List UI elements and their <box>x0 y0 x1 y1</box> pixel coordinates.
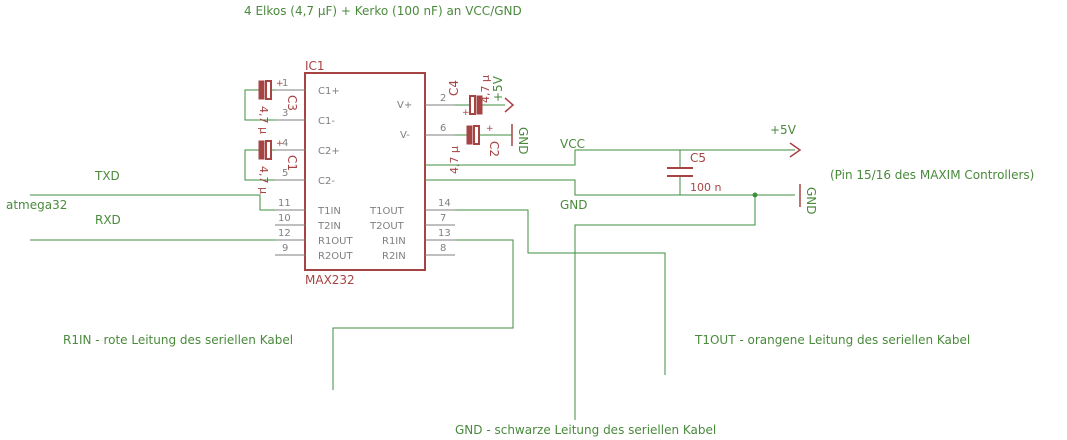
capacitor-c1: + C1 4,7 µ <box>244 139 299 194</box>
mcu-wiring: TXD RXD atmega32 <box>6 169 275 241</box>
pin-name-r1in: R1IN <box>382 236 406 247</box>
pin-num-9: 9 <box>282 243 288 254</box>
pin-num-3: 3 <box>282 108 288 119</box>
pin-num-2: 2 <box>440 93 446 104</box>
ic-left-pins <box>275 89 305 256</box>
pin-num-12: 12 <box>278 228 291 239</box>
pin-name-t1in: T1IN <box>317 206 341 217</box>
gnd-cable-label: GND - schwarze Leitung des seriellen Kab… <box>455 423 716 437</box>
c4-polarity: + <box>462 108 470 118</box>
pin-name-t1out: T1OUT <box>369 206 405 217</box>
c1-ref: C1 <box>285 155 299 171</box>
pin-name-c1m: C1- <box>318 116 335 127</box>
c3-polarity: + <box>276 79 284 89</box>
c4-ref: C4 <box>447 80 461 96</box>
pin-name-c1p: C1+ <box>318 86 340 97</box>
c4-value: 4,7 µ <box>479 75 492 103</box>
pin-name-c2m: C2- <box>318 176 335 187</box>
c3-ref: C3 <box>285 95 299 111</box>
pin-name-r1out: R1OUT <box>318 236 354 247</box>
c2-value: 4,7 µ <box>448 146 461 174</box>
pin-note: (Pin 15/16 des MAXIM Controllers) <box>830 168 1034 182</box>
c3-value: 4,7 µ <box>257 106 270 134</box>
capacitor-c2: + C2 4,7 µ GND <box>448 124 530 174</box>
pin-name-vplus: V+ <box>397 100 412 111</box>
schematic-title: 4 Elkos (4,7 µF) + Kerko (100 nF) an VCC… <box>244 4 522 18</box>
pin-name-c2p: C2+ <box>318 146 340 157</box>
rxd-label: RXD <box>95 213 121 227</box>
pin-num-13: 13 <box>438 228 451 239</box>
power-decoupling: VCC GND C5 100 n +5V GND (Pin 15/16 des … <box>425 123 1034 215</box>
pin-name-vminus: V- <box>400 130 410 141</box>
ground-label-main: GND <box>804 187 818 215</box>
mcu-label: atmega32 <box>6 198 67 212</box>
pin-name-t2in: T2IN <box>317 221 341 232</box>
ic-right-pins <box>425 104 455 256</box>
pin-num-4: 4 <box>282 138 288 149</box>
c5-value: 100 n <box>690 181 721 194</box>
gnd-net-label: GND <box>560 198 588 212</box>
c2-polarity: + <box>486 124 494 134</box>
supply-label-c4: +5V <box>491 75 505 102</box>
ic-body <box>304 72 426 271</box>
capacitor-c3: + C3 4,7 µ <box>244 79 299 134</box>
supply-label-main: +5V <box>770 123 797 137</box>
pin-num-6: 6 <box>440 123 446 134</box>
ic-part: MAX232 <box>305 273 355 287</box>
r1in-cable-label: R1IN - rote Leitung des seriellen Kabel <box>63 333 293 347</box>
capacitor-c4: + C4 4,7 µ +5V <box>447 75 515 118</box>
pin-num-14: 14 <box>438 198 451 209</box>
pin-name-t2out: T2OUT <box>369 221 405 232</box>
c2-ref: C2 <box>487 141 501 157</box>
pin-num-1: 1 <box>282 78 288 89</box>
pin-name-r2out: R2OUT <box>318 251 354 262</box>
pin-num-10: 10 <box>278 213 291 224</box>
pin-num-5: 5 <box>282 168 288 179</box>
txd-label: TXD <box>94 169 120 183</box>
ic-ref: IC1 <box>305 59 325 73</box>
pin-num-7: 7 <box>440 213 446 224</box>
ic-max232: IC1 MAX232 C1+ C1- C2+ C2- T1IN T2IN <box>275 59 455 287</box>
c1-value: 4,7 µ <box>257 166 270 194</box>
supply-arrow-icon-main <box>789 142 802 158</box>
serial-cable-wiring: R1IN - rote Leitung des seriellen Kabel … <box>63 192 970 437</box>
pin-name-r2in: R2IN <box>382 251 406 262</box>
c5-ref: C5 <box>690 151 706 165</box>
t1out-cable-label: T1OUT - orangene Leitung des seriellen K… <box>694 333 970 347</box>
pin-num-11: 11 <box>278 198 291 209</box>
supply-arrow-icon-c4 <box>504 97 515 113</box>
junction-dot <box>752 192 758 198</box>
ground-label-c2: GND <box>516 127 530 155</box>
c1-polarity: + <box>276 139 284 149</box>
pin-num-8: 8 <box>440 243 446 254</box>
vcc-label: VCC <box>560 137 585 151</box>
